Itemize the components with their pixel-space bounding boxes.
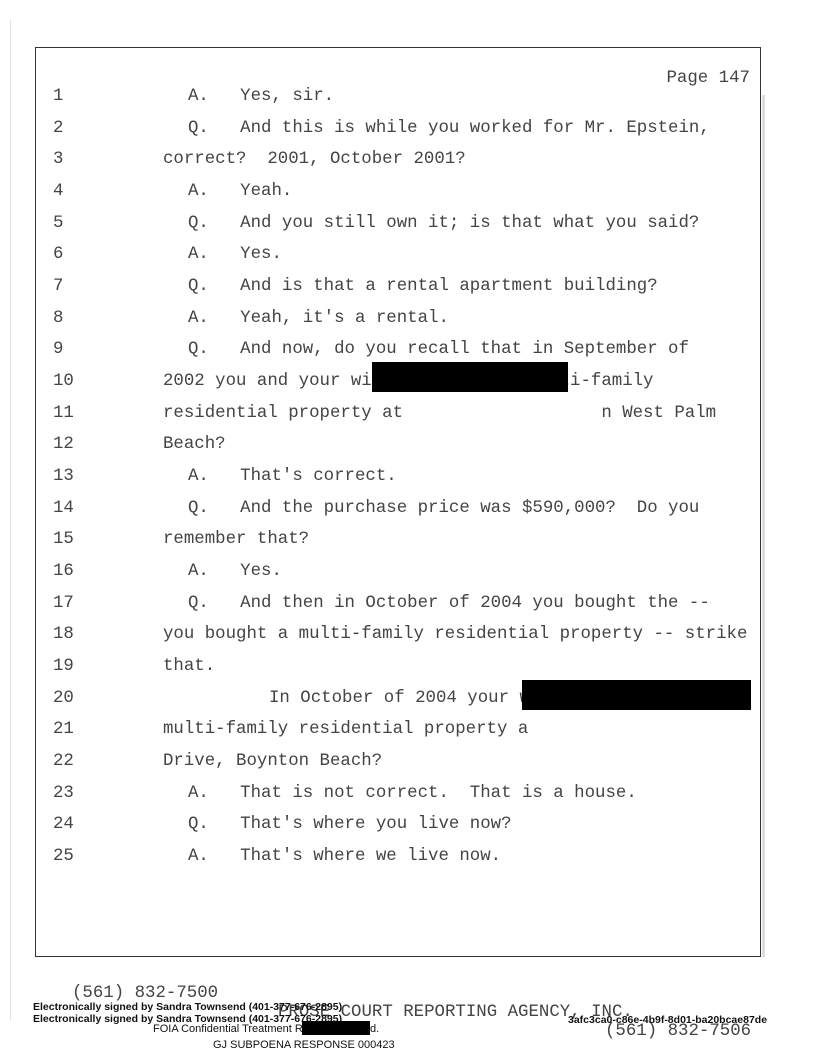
line-number: 3 xyxy=(53,150,64,170)
line-text: residential property at n West Palm xyxy=(163,403,717,423)
line-number: 19 xyxy=(53,657,74,677)
line-text: Beach? xyxy=(163,435,226,455)
page-number: Page 147 xyxy=(666,69,751,88)
line-number: 23 xyxy=(53,783,74,803)
line-text: Q. And now, do you recall that in Septem… xyxy=(188,340,689,360)
line-text: Q. And this is while you worked for Mr. … xyxy=(188,118,710,138)
line-text: Q. And then in October of 2004 you bough… xyxy=(188,593,710,613)
line-number: 22 xyxy=(53,752,74,772)
scan-edge xyxy=(762,95,765,957)
line-number: 24 xyxy=(53,815,74,835)
line-number: 6 xyxy=(53,245,64,265)
redaction-box xyxy=(302,1021,370,1035)
line-number: 15 xyxy=(53,530,74,550)
line-text: A. That's correct. xyxy=(188,467,397,487)
line-number: 12 xyxy=(53,435,74,455)
footer-phone-right: (561) 832-7506 xyxy=(605,1022,752,1041)
line-number: 5 xyxy=(53,213,64,233)
line-text: A. Yeah, it's a rental. xyxy=(188,308,449,328)
line-text: A. Yes. xyxy=(188,562,282,582)
line-number: 17 xyxy=(53,593,74,613)
line-number: 13 xyxy=(53,467,74,487)
line-number: 4 xyxy=(53,182,64,201)
page-footer: (561) 832-7500 PROSE COURT REPORTING AGE… xyxy=(72,965,751,1041)
line-number: 25 xyxy=(53,847,74,867)
line-number: 2 xyxy=(53,118,64,138)
line-number: 7 xyxy=(53,277,64,297)
signature-line: Electronically signed by Sandra Townsend… xyxy=(33,1013,343,1025)
transcript-page: Page 147 1 A. Yes, sir. 2 Q. And this is wh… xyxy=(35,47,761,957)
line-text: A. That is not correct. That is a house. xyxy=(188,783,637,803)
line-text: Q. And you still own it; is that what yo… xyxy=(188,213,700,233)
footer-agency: PROSE COURT REPORTING AGENCY, INC. xyxy=(278,1003,633,1022)
bates-number: GJ SUBPOENA RESPONSE 000423 xyxy=(213,1039,395,1051)
line-number: 1 xyxy=(53,87,64,106)
line-text: Drive, Boynton Beach? xyxy=(163,752,383,772)
line-number: 8 xyxy=(53,308,64,328)
line-number: 11 xyxy=(53,403,74,423)
scan-edge xyxy=(10,20,11,1020)
line-text: multi-family residential property a xyxy=(163,720,529,740)
footer-phone-left: (561) 832-7500 xyxy=(72,984,219,1003)
line-text: correct? 2001, October 2001? xyxy=(163,150,466,170)
line-number: 14 xyxy=(53,498,74,518)
line-number: 16 xyxy=(53,562,74,582)
line-text: that. xyxy=(163,657,216,677)
line-text: A. Yeah. xyxy=(188,182,293,201)
line-text: Q. And is that a rental apartment buildi… xyxy=(188,277,658,297)
line-number: 20 xyxy=(53,688,74,708)
signature-line: Electronically signed by Sandra Townsend… xyxy=(33,1001,343,1013)
line-text: Q. And the purchase price was $590,000? … xyxy=(188,498,700,518)
line-text: you bought a multi-family residential pr… xyxy=(163,625,748,645)
line-number: 9 xyxy=(53,340,64,360)
line-number: 10 xyxy=(53,372,74,392)
line-text: A. That's where we live now. xyxy=(188,847,502,867)
redaction-box xyxy=(372,362,568,392)
line-text: remember that? xyxy=(163,530,310,550)
redaction-box xyxy=(522,680,751,710)
line-text: A. Yes. xyxy=(188,245,282,265)
document-hash: 3afc3ca0-c86e-4b9f-8d01-ba20bcae87de xyxy=(568,1014,768,1026)
line-number: 18 xyxy=(53,625,74,645)
line-text: A. Yes, sir. xyxy=(188,87,335,106)
line-number: 21 xyxy=(53,720,74,740)
line-text: Q. That's where you live now? xyxy=(188,815,512,835)
